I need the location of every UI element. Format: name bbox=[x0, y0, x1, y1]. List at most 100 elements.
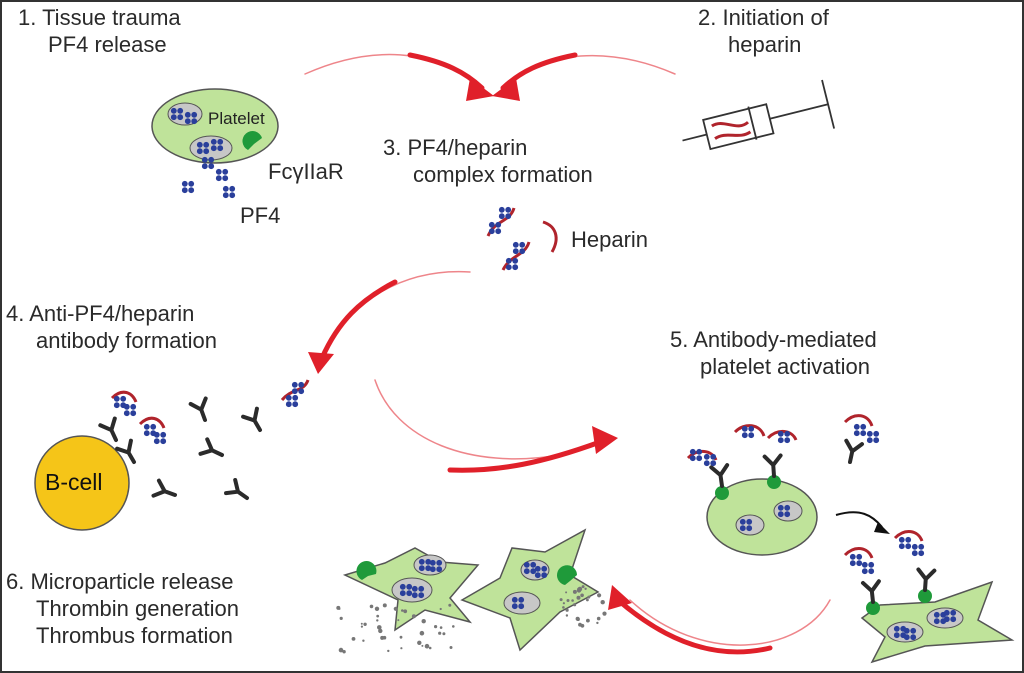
microparticle-dot bbox=[581, 585, 585, 589]
thrombus-platelets bbox=[342, 528, 600, 652]
step-2-line-2: heparin bbox=[728, 32, 802, 57]
step-3-label: 3. PF4/heparin complex formation bbox=[383, 134, 593, 188]
microparticle-dot bbox=[376, 619, 379, 622]
arrowhead-1 bbox=[466, 78, 494, 101]
microparticle-dot bbox=[578, 622, 582, 627]
microparticle-dot bbox=[376, 614, 380, 618]
microparticle-dot bbox=[397, 619, 400, 622]
step-5-line-2: platelet activation bbox=[700, 354, 870, 379]
microparticle-dot bbox=[587, 595, 591, 599]
arrow-5-to-6 bbox=[629, 599, 831, 646]
microparticle-dot bbox=[584, 587, 587, 590]
microparticle-dot bbox=[586, 598, 589, 602]
bcell-label: B-cell bbox=[45, 469, 103, 495]
microparticle-dot bbox=[351, 637, 356, 641]
microparticle-dot bbox=[336, 605, 341, 610]
microparticle-dot bbox=[573, 603, 577, 607]
microparticle-dot bbox=[424, 643, 430, 649]
microparticle-dot bbox=[565, 608, 569, 612]
microparticle-dot bbox=[411, 614, 416, 619]
step-4-label: 4. Anti-PF4/heparin antibody formation bbox=[6, 300, 217, 354]
receptor-label: FcγIIaR bbox=[268, 159, 344, 184]
microparticle-dot bbox=[602, 611, 607, 616]
microparticle-dot bbox=[586, 618, 590, 623]
activating-platelet bbox=[706, 475, 818, 556]
step-5-label: 5. Antibody-mediated platelet activation bbox=[670, 326, 877, 380]
microparticle-dot bbox=[580, 593, 584, 598]
microparticle-dot bbox=[382, 603, 387, 608]
microparticle-dot bbox=[393, 606, 398, 611]
arrowhead-3 bbox=[308, 352, 334, 374]
microparticle-dot bbox=[572, 589, 577, 594]
step-6-label: 6. Microparticle release Thrombin genera… bbox=[6, 568, 239, 649]
microparticle-dot bbox=[339, 616, 343, 621]
microparticle-dot bbox=[565, 614, 569, 617]
microparticle-dot bbox=[403, 609, 408, 614]
microparticle-dot bbox=[401, 609, 404, 612]
microparticle-dot bbox=[559, 598, 563, 602]
microparticle-dot bbox=[571, 599, 574, 602]
microparticle-dot bbox=[338, 647, 344, 653]
microparticle-dot bbox=[449, 646, 453, 649]
arrowhead-4 bbox=[592, 426, 618, 454]
microparticle-dot bbox=[421, 619, 426, 624]
microparticle-dot bbox=[596, 621, 599, 625]
arrow-4-to-5 bbox=[374, 379, 561, 460]
arrow-4-to-5-body bbox=[447, 439, 603, 473]
microparticle-dot bbox=[421, 644, 424, 647]
microparticle-dot bbox=[434, 625, 438, 629]
microparticle-dot bbox=[565, 591, 568, 594]
activated-platelet-right bbox=[860, 580, 1015, 664]
microparticle-dot bbox=[362, 639, 365, 642]
microparticles-group bbox=[336, 585, 607, 654]
step-2-label: 2. Initiation of heparin bbox=[698, 4, 829, 58]
activation-arrowhead bbox=[874, 522, 890, 534]
heparin-label: Heparin bbox=[571, 227, 649, 252]
microparticle-dot bbox=[438, 631, 442, 635]
step-1-label: 1. Tissue trauma PF4 release bbox=[18, 4, 181, 58]
microparticle-dot bbox=[577, 587, 580, 591]
step-4-line-2: antibody formation bbox=[36, 328, 217, 353]
step-2-line-1: 2. Initiation of bbox=[698, 5, 829, 30]
pf4-label: PF4 bbox=[240, 203, 281, 228]
platelet-bound-antibody-group bbox=[709, 438, 864, 490]
microparticle-dot bbox=[597, 593, 602, 598]
microparticle-dot bbox=[576, 595, 581, 600]
activation-arrow bbox=[835, 511, 883, 528]
platelet-label: Platelet bbox=[208, 109, 265, 128]
microparticle-dot bbox=[363, 622, 367, 626]
step-6-line-2: Thrombin generation bbox=[36, 596, 240, 621]
arrow-3-to-4-body bbox=[319, 279, 398, 361]
microparticle-dot bbox=[374, 606, 380, 611]
microparticle-dot bbox=[417, 640, 422, 645]
microparticle-dot bbox=[566, 599, 570, 602]
step-1-line-2: PF4 release bbox=[48, 32, 167, 57]
microparticle-dot bbox=[419, 630, 425, 636]
arrow-2-to-3-body bbox=[500, 52, 578, 91]
microparticle-dot bbox=[399, 635, 403, 639]
microparticle-dot bbox=[387, 649, 390, 653]
microparticle-dot bbox=[442, 632, 446, 636]
microparticle-dot bbox=[360, 625, 363, 628]
microparticle-dot bbox=[448, 603, 452, 607]
bcell-bound-complex-group bbox=[110, 379, 310, 445]
microparticle-dot bbox=[428, 646, 432, 650]
microparticle-dot bbox=[377, 625, 382, 630]
free-antibody-group bbox=[151, 396, 269, 507]
microparticle-dot bbox=[380, 635, 385, 640]
step-3-line-2: complex formation bbox=[413, 162, 593, 187]
step-6-line-1: 6. Microparticle release bbox=[6, 569, 234, 594]
resting-platelet bbox=[151, 88, 279, 164]
arrow-group bbox=[304, 52, 831, 655]
arrowhead-5 bbox=[608, 585, 632, 610]
arrowhead-2 bbox=[492, 78, 520, 101]
microparticle-dot bbox=[439, 626, 443, 629]
microparticle-dot bbox=[342, 650, 346, 654]
heparin-syringe-icon bbox=[682, 79, 835, 151]
microparticle-dot bbox=[439, 607, 442, 611]
microparticle-dot bbox=[600, 600, 605, 605]
fcgr-receptor-icon bbox=[242, 131, 262, 150]
microparticle-dot bbox=[452, 625, 455, 628]
microparticle-dot bbox=[400, 647, 403, 650]
